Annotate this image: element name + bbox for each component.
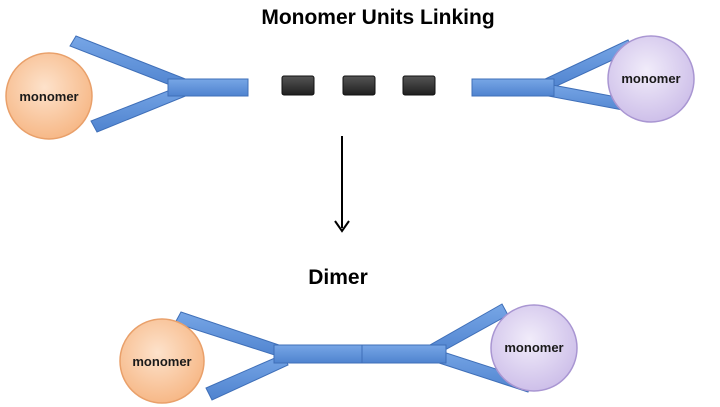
- dimer-structure: monomer monomer: [119, 303, 578, 404]
- diagram-title: Monomer Units Linking: [261, 6, 494, 29]
- top-left-stem: [167, 78, 249, 97]
- dimer-right-monomer-label: monomer: [504, 340, 563, 355]
- dimer-left-monomer-label: monomer: [132, 354, 191, 369]
- dimer-label: Dimer: [308, 266, 368, 289]
- dimer-right-monomer-circle: [490, 304, 578, 392]
- dimer-left-monomer-circle: [119, 318, 205, 404]
- dimer-left-lower-arm: [205, 353, 289, 401]
- top-right-monomer-label: monomer: [621, 71, 680, 86]
- linker-block: [342, 75, 376, 96]
- top-left-monomer-label: monomer: [19, 89, 78, 104]
- top-left-monomer-circle: [5, 52, 93, 140]
- dimer-left-stem: [273, 344, 365, 364]
- top-right-monomer-circle: [607, 35, 695, 123]
- top-right-stem: [471, 78, 555, 97]
- linker-block: [281, 75, 315, 96]
- top-right-monomer-unit: monomer: [471, 35, 695, 123]
- dimer-right-stem: [361, 344, 447, 364]
- reaction-arrow: [334, 136, 350, 233]
- linker-block: [402, 75, 436, 96]
- top-left-monomer-unit: monomer: [5, 35, 249, 140]
- arrow-head: [334, 220, 350, 233]
- linker-group: [281, 75, 436, 96]
